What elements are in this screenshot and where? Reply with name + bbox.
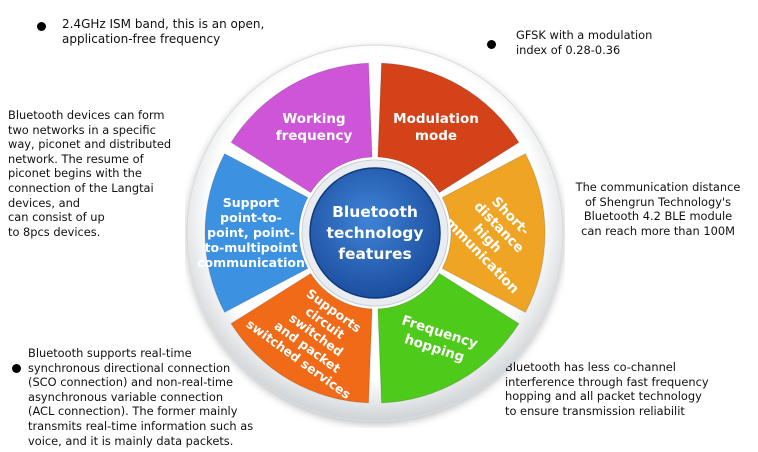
segment-label-line: to-multipoint [205, 240, 298, 255]
center-title-line: Bluetooth [332, 203, 418, 221]
note-hopping: Bluetooth has less co-channel interferen… [505, 360, 709, 418]
note-connections: Bluetooth supports real-time synchronous… [28, 346, 254, 448]
segment-working-frequency [230, 62, 373, 194]
segment-label-line: Modulation [393, 111, 479, 127]
segment-label-line: Support [223, 195, 280, 210]
segment-label-line: frequency [276, 128, 353, 144]
segment-point-to-point [204, 153, 309, 313]
segment-modulation-mode [377, 62, 520, 194]
bullet-icon [12, 364, 21, 373]
segment-label-line: point-to- [220, 210, 282, 225]
bullet-icon [37, 22, 46, 31]
segment-circuit-packet [230, 272, 373, 404]
center-title-line: features [338, 245, 412, 263]
segment-label-line: mode [415, 128, 457, 144]
segment-label-line: point, point- [207, 225, 295, 240]
segment-label-line: communication [197, 255, 305, 270]
segment-label-line: Working [282, 111, 345, 127]
center-hub [309, 167, 441, 299]
note-modulation: GFSK with a modulation index of 0.28-0.3… [516, 28, 653, 57]
center-title: Bluetooth technology features [327, 203, 424, 263]
segment-frequency-hopping [377, 272, 520, 404]
note-distance: The communication distance of Shengrun T… [575, 180, 741, 238]
segment-short-distance [441, 153, 546, 313]
note-working-frequency: 2.4GHz ISM band, this is an open, applic… [62, 17, 265, 46]
bullet-icon [487, 40, 496, 49]
note-networks: Bluetooth devices can form two networks … [8, 108, 172, 239]
center-title-line: technology [327, 224, 424, 242]
